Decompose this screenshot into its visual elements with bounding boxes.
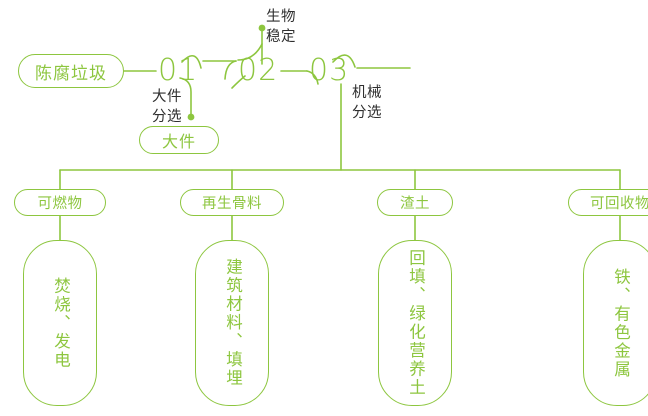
link-stage1-to-stage2 [201,59,236,68]
node-category-recycled-aggregate[interactable]: 再生骨料 [180,189,284,216]
stage2-arc-left [224,60,237,80]
destination-text-recycled-aggregate: 建筑材料、填埋 [223,258,242,388]
destination-text-slag-soil: 回填、绿化营养土 [406,249,425,397]
node-source-waste[interactable]: 陈腐垃圾 [18,54,124,88]
box-destination-recyclable[interactable]: 铁、有色金属 [583,240,648,406]
node-category-recyclable[interactable]: 可回收物 [568,189,648,216]
destination-text-combustible: 焚烧、发电 [51,276,70,370]
node-category-slag-soil[interactable]: 渣土 [377,189,453,216]
box-destination-recycled-aggregate[interactable]: 建筑材料、填埋 [195,240,269,406]
annotation-bulky-sorting: 大件 分选 [152,89,182,125]
stage-number-03[interactable]: 03 [309,53,350,88]
bio-endpoint-dot [258,24,266,32]
stage2-out-curve [281,62,290,71]
stage-number-01[interactable]: 01 [158,53,199,88]
node-output-bulky[interactable]: 大件 [139,126,219,154]
annotation-biological-stabilization: 生物 稳定 [266,9,296,45]
bulky-endpoint-dot [187,113,195,121]
box-destination-slag-soil[interactable]: 回填、绿化营养土 [378,240,452,406]
annotation-mechanical-sorting: 机械 分选 [352,85,382,121]
box-destination-combustible[interactable]: 焚烧、发电 [23,240,97,406]
destination-text-recyclable: 铁、有色金属 [611,267,630,379]
node-category-combustible[interactable]: 可燃物 [14,189,106,216]
stage-number-02[interactable]: 02 [238,53,279,88]
